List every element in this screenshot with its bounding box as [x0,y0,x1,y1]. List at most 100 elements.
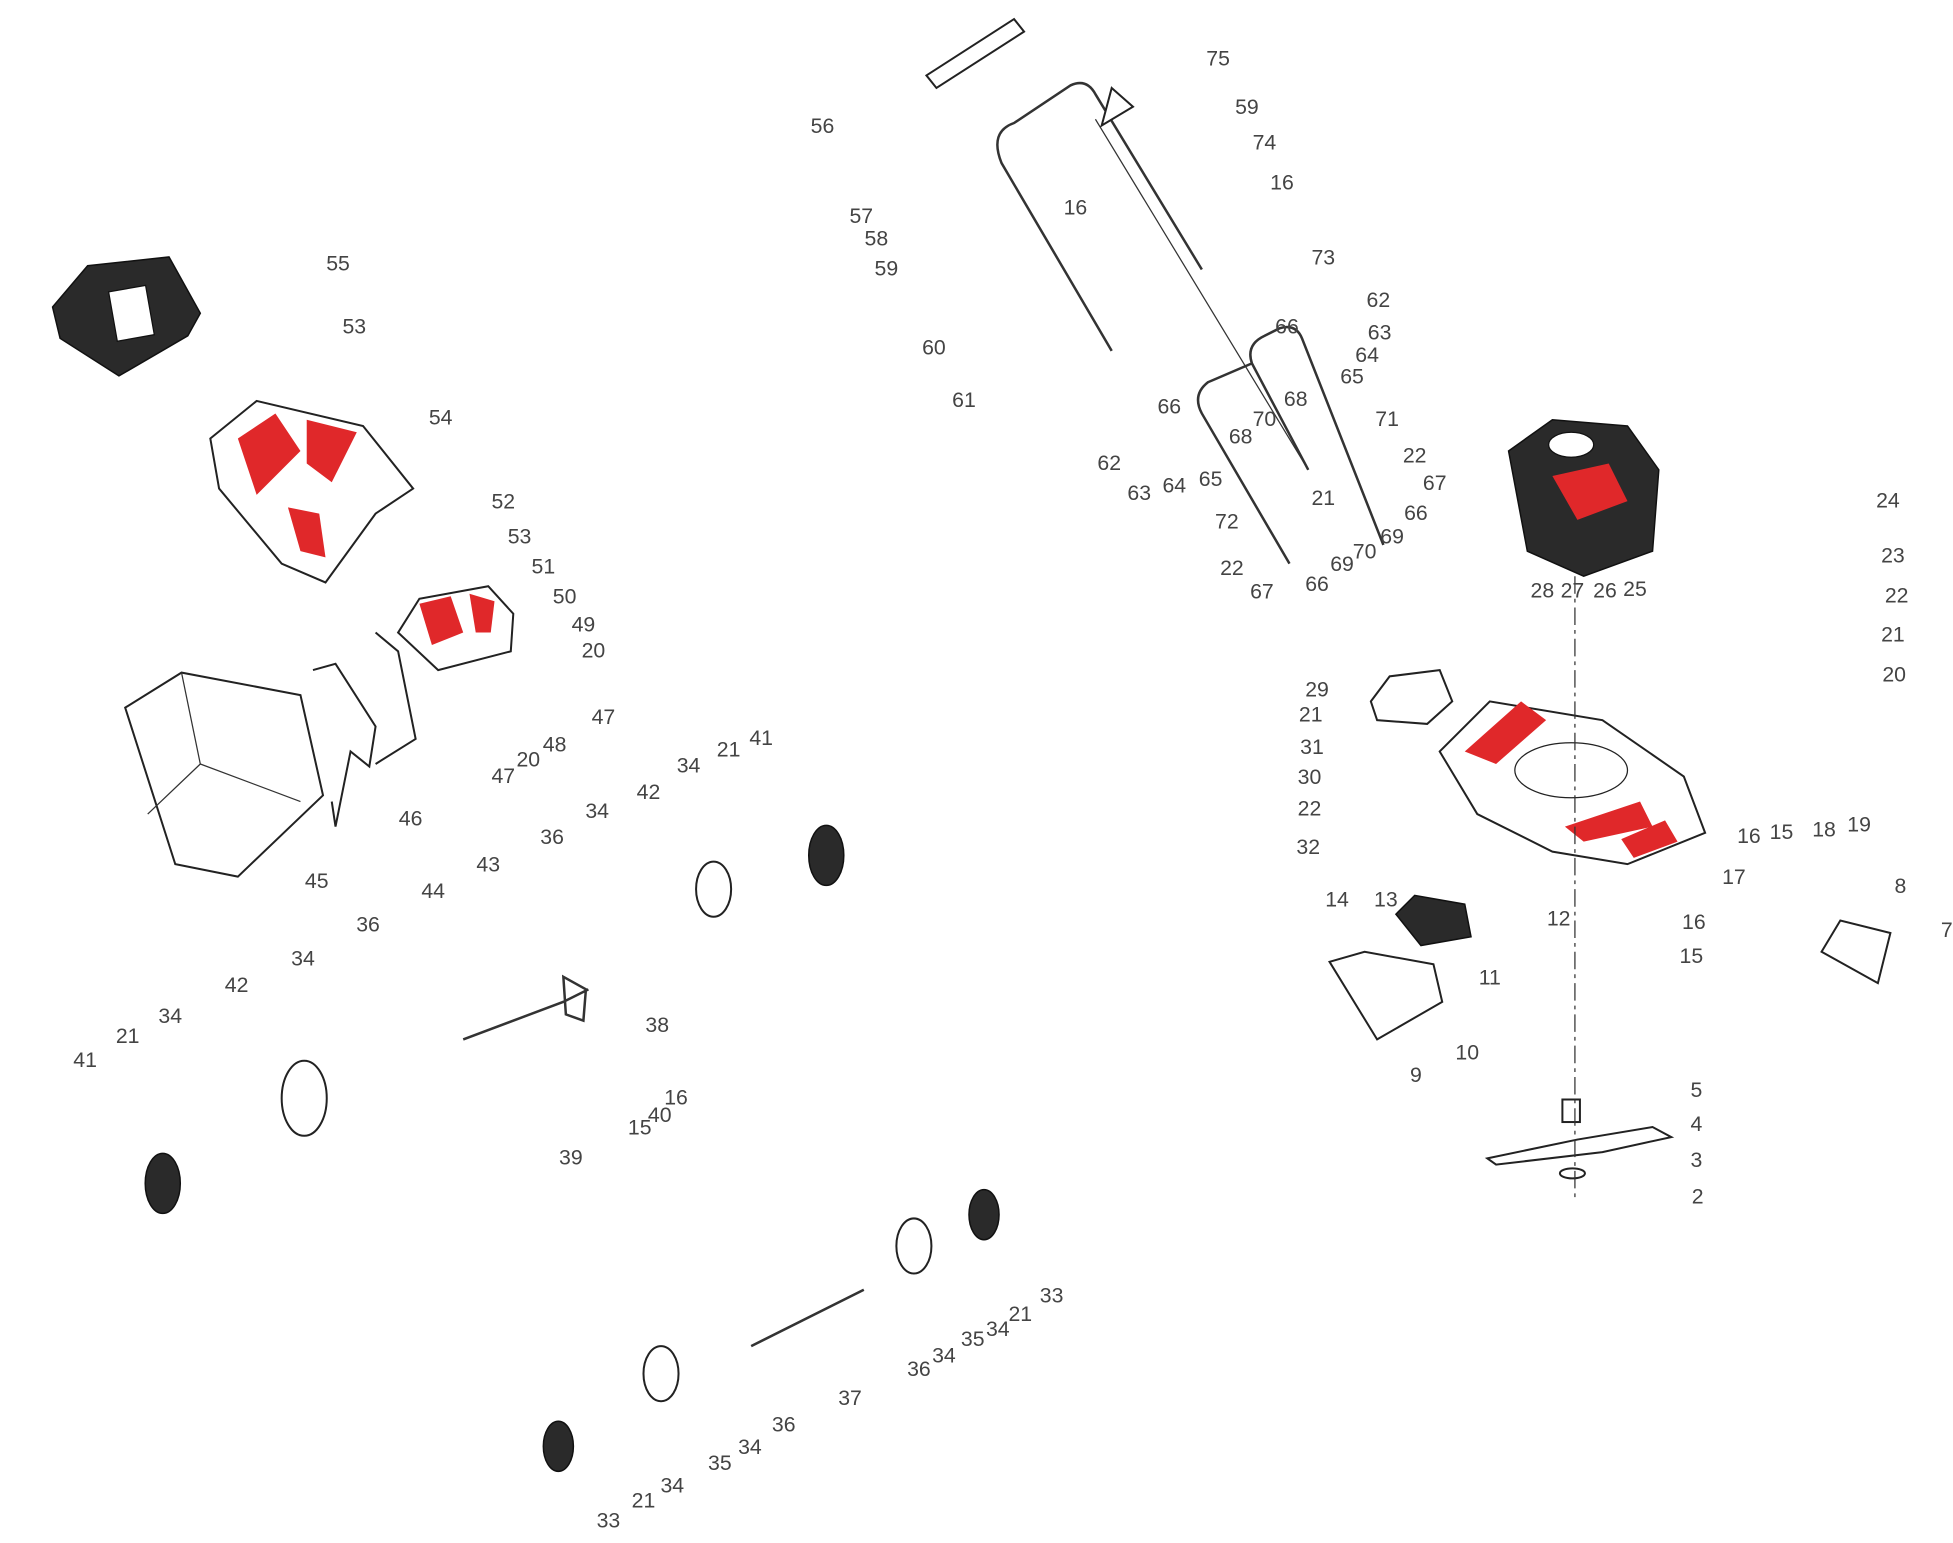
wheel [895,1217,933,1275]
callout-63: 63 [1127,481,1151,505]
callout-49: 49 [572,612,596,636]
callout-37: 37 [838,1386,862,1410]
callout-66: 66 [1275,314,1299,338]
callout-4: 4 [1690,1112,1702,1136]
callout-24: 24 [1876,488,1900,512]
callout-34: 34 [932,1343,956,1367]
handle-assembly [924,17,1385,565]
callout-56: 56 [811,114,835,138]
callout-71: 71 [1375,407,1399,431]
callout-41: 41 [749,726,773,750]
callout-21: 21 [717,737,741,761]
callout-60: 60 [922,336,946,360]
callout-61: 61 [952,388,976,412]
callout-34: 34 [291,947,315,971]
rear-axle-bracket [462,974,589,1041]
callout-38: 38 [645,1013,669,1037]
callout-74: 74 [1253,130,1277,154]
callout-36: 36 [540,825,564,849]
callout-57: 57 [849,204,873,228]
grass-bag [124,671,325,878]
callout-33: 33 [597,1509,621,1533]
callout-7: 7 [1941,918,1953,942]
bag-top-cover [51,256,202,377]
callout-53: 53 [508,525,532,549]
callout-36: 36 [907,1357,931,1381]
callout-34: 34 [677,754,701,778]
callout-75: 75 [1206,46,1230,70]
callout-18: 18 [1812,818,1836,842]
callout-44: 44 [421,879,445,903]
callout-34: 34 [986,1317,1010,1341]
callout-53: 53 [342,314,366,338]
engine [1507,418,1660,578]
side-discharge-chute [1327,950,1444,1041]
callout-9: 9 [1410,1063,1422,1087]
callout-36: 36 [356,913,380,937]
callout-62: 62 [1367,288,1391,312]
callout-50: 50 [553,585,577,609]
callout-64: 64 [1355,343,1379,367]
callout-67: 67 [1423,471,1447,495]
callout-67: 67 [1250,580,1274,604]
callout-68: 68 [1229,424,1253,448]
callout-47: 47 [592,705,616,729]
callout-34: 34 [158,1004,182,1028]
callout-20: 20 [1882,662,1906,686]
callout-20: 20 [516,747,540,771]
callout-68: 68 [1284,387,1308,411]
callout-31: 31 [1300,735,1324,759]
bag-frame [312,631,417,827]
callout-70: 70 [1253,407,1277,431]
callout-8: 8 [1895,874,1907,898]
callout-35: 35 [961,1327,985,1351]
callout-15: 15 [1770,820,1794,844]
callout-21: 21 [1008,1302,1032,1326]
blade-adapter [1561,1098,1581,1124]
callout-20: 20 [582,639,606,663]
callout-35: 35 [708,1451,732,1475]
callout-70: 70 [1353,540,1377,564]
callout-30: 30 [1298,765,1322,789]
blade-washer [1558,1167,1586,1180]
callout-16: 16 [1064,195,1088,219]
callout-13: 13 [1374,888,1398,912]
callout-21: 21 [1311,486,1335,510]
callout-14: 14 [1325,888,1349,912]
callout-16: 16 [1682,910,1706,934]
callout-42: 42 [637,780,661,804]
callout-3: 3 [1690,1148,1702,1172]
callout-63: 63 [1368,321,1392,345]
callout-58: 58 [865,227,889,251]
callout-41: 41 [73,1048,97,1072]
callout-34: 34 [585,799,609,823]
callout-47: 47 [491,764,515,788]
front-axle [750,1288,865,1348]
wheel [642,1345,680,1403]
callout-65: 65 [1340,364,1364,388]
callout-54: 54 [429,406,453,430]
callout-46: 46 [399,806,423,830]
mower-deck [1438,700,1707,866]
callout-21: 21 [632,1489,656,1513]
callout-23: 23 [1881,543,1905,567]
wheel [280,1059,328,1137]
hubcap [807,824,845,887]
callout-28: 28 [1531,578,1555,602]
callout-16: 16 [664,1086,688,1110]
callout-5: 5 [1690,1078,1702,1102]
callout-39: 39 [559,1146,583,1170]
callout-64: 64 [1162,473,1186,497]
callout-21: 21 [116,1024,140,1048]
callout-21: 21 [1299,702,1323,726]
callout-34: 34 [738,1435,762,1459]
callout-43: 43 [476,853,500,877]
callout-16: 16 [1270,170,1294,194]
callout-21: 21 [1881,622,1905,646]
callout-59: 59 [875,257,899,281]
callout-51: 51 [532,555,556,579]
callout-36: 36 [772,1412,796,1436]
callout-19: 19 [1847,813,1871,837]
callout-34: 34 [660,1474,684,1498]
